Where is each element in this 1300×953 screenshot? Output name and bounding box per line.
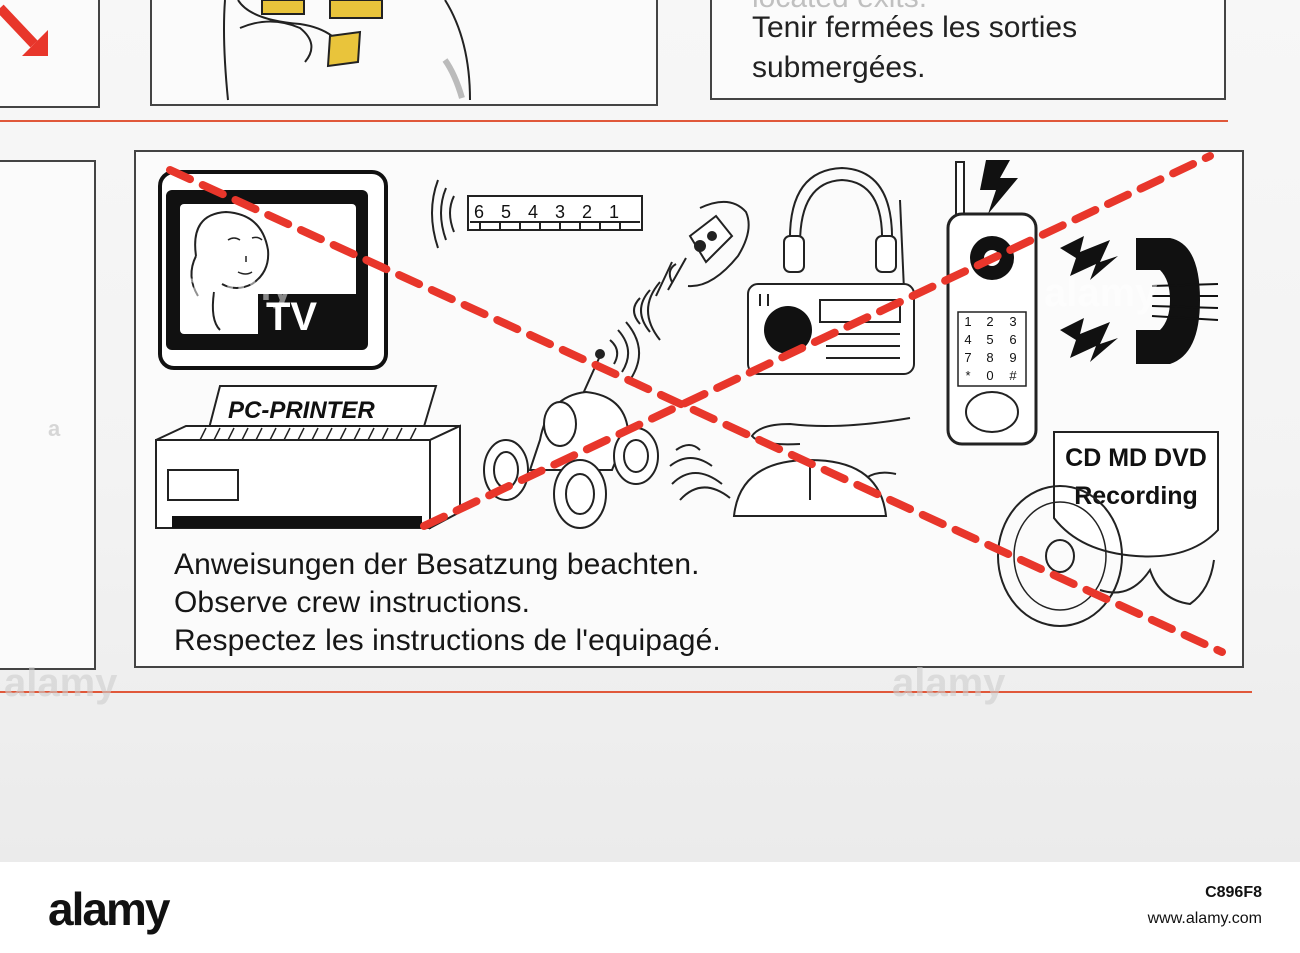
key-hash: # [1009,368,1017,383]
arrow-icon [0,4,48,56]
footer-brand-logo: alamy [48,883,170,935]
radio-icon [747,283,915,375]
footer-info: C896F8 www.alamy.com [1148,880,1262,932]
site-link[interactable]: www.alamy.com [1147,910,1262,927]
mobile-phone-icon: 1 2 3 4 5 6 7 8 9 * 0 # [946,161,1038,446]
top-middle-panel [150,0,658,106]
middle-left-panel [0,160,96,670]
life-vest-figure-icon [223,0,471,101]
instruction-en: Observe crew instructions. [174,586,531,619]
key-1: 1 [964,314,971,329]
tv-icon: TV [158,170,388,370]
key-0: 0 [986,368,993,383]
watermark-5: a [592,385,615,429]
top-right-panel [710,0,1226,100]
key-star: * [965,368,970,383]
watermark-2: alamy [1044,271,1158,315]
key-3: 3 [1009,314,1016,329]
tv-label: TV [266,295,317,339]
exit-line-2: submergées. [752,51,926,84]
exit-partial-line: located exits. [752,0,927,18]
disc-icon: CD MD DVD Recording [997,431,1219,627]
watermark-6: a [48,416,61,441]
watermark-group: alamy alamy alamy alamy a a [4,265,1158,705]
key-6: 6 [1009,332,1016,347]
red-rule-bottom [0,691,1252,693]
key-8: 8 [986,350,993,365]
red-rule-top [0,120,1228,122]
safety-card: located exits. Tenir fermées les sorties… [0,0,1300,862]
instruction-fr: Respectez les instructions de l'equipagé… [174,624,721,657]
watermark-4: alamy [892,661,1006,705]
footer-bar: alamy C896F8 www.alamy.com [0,862,1300,953]
range-scale-numbers: 6 5 4 3 2 1 [474,202,625,222]
key-7: 7 [964,350,971,365]
disc-subtitle: Recording [1074,482,1198,510]
mouse-icon [669,417,911,517]
disc-title: CD MD DVD [1065,444,1207,472]
rc-car-icon [483,321,659,529]
image-code: C896F8 [1205,884,1262,901]
remote-control-icon [633,201,750,341]
exit-instructions: located exits. Tenir fermées les sorties… [752,0,1078,88]
printer-icon: PC-PRINTER [155,385,461,530]
exit-line-1: Tenir fermées les sorties [752,11,1078,44]
top-left-panel [0,0,100,108]
crew-instructions: Anweisungen der Besatzung beachten. Obse… [174,546,721,660]
key-5: 5 [986,332,993,347]
headphones-icon [783,166,905,291]
prohibition-cross [166,152,1226,656]
instruction-de: Anweisungen der Besatzung beachten. [174,548,700,581]
key-4: 4 [964,332,971,347]
watermark-1: alamy [180,265,294,309]
range-scale: 6 5 4 3 2 1 [467,195,643,231]
key-2: 2 [986,314,993,329]
line-drawings: TV 6 5 4 3 2 1 [0,0,1226,705]
watermark-3: alamy [4,661,118,705]
printer-label: PC-PRINTER [228,397,375,424]
signal-icon [431,179,455,249]
key-9: 9 [1009,350,1016,365]
lightning-icon [980,160,1219,364]
